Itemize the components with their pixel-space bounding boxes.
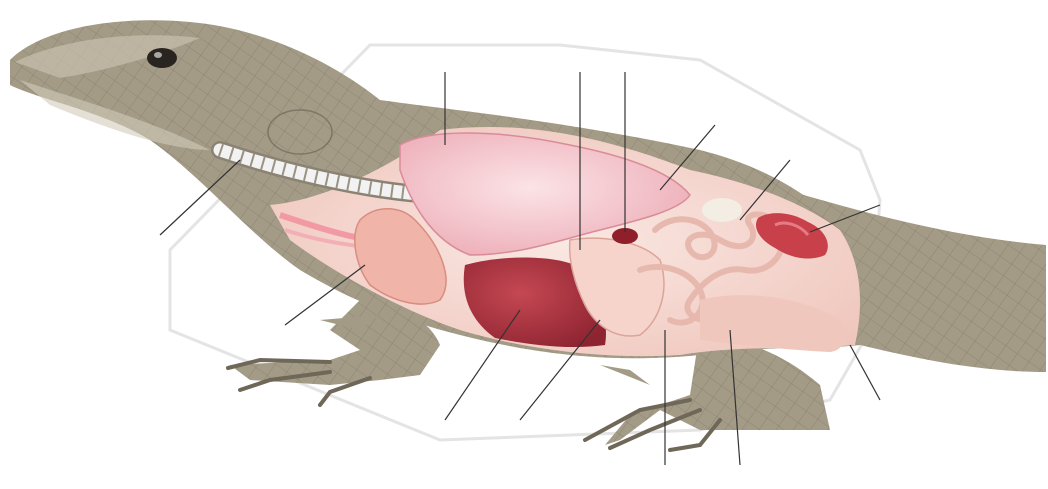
fat-body	[702, 198, 742, 222]
eye-glint	[154, 52, 162, 58]
far-rear-foot	[600, 365, 650, 385]
leader-line-cloaca	[850, 345, 880, 400]
eye	[147, 48, 177, 68]
